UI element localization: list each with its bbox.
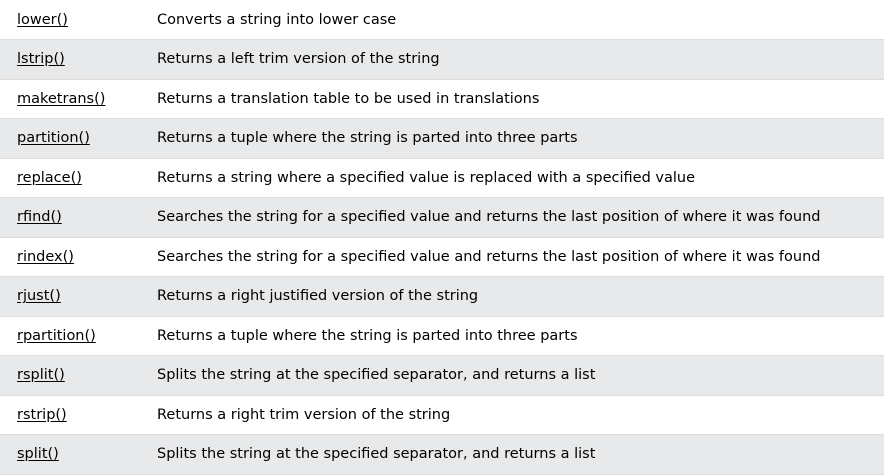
table-row: rjust() Returns a right justified versio… xyxy=(0,276,884,317)
method-link-lstrip[interactable]: lstrip() xyxy=(17,51,65,68)
description-cell: Splits the string at the specified separ… xyxy=(140,434,884,475)
table-row: rstrip() Returns a right trim version of… xyxy=(0,395,884,435)
method-cell: rstrip() xyxy=(0,395,140,435)
table-row: rfind() Searches the string for a specif… xyxy=(0,197,884,238)
table-row: split() Splits the string at the specifi… xyxy=(0,434,884,475)
method-link-rfind[interactable]: rfind() xyxy=(17,209,62,226)
method-link-rsplit[interactable]: rsplit() xyxy=(17,367,65,384)
method-link-rpartition[interactable]: rpartition() xyxy=(17,327,96,344)
description-cell: Returns a tuple where the string is part… xyxy=(140,316,884,356)
description-cell: Returns a translation table to be used i… xyxy=(140,79,884,119)
description-cell: Converts a string into lower case xyxy=(140,0,884,40)
method-cell: split() xyxy=(0,434,140,475)
method-link-rindex[interactable]: rindex() xyxy=(17,248,74,265)
method-cell: lstrip() xyxy=(0,39,140,80)
method-cell: rindex() xyxy=(0,237,140,277)
method-cell: rsplit() xyxy=(0,355,140,396)
method-cell: rpartition() xyxy=(0,316,140,356)
table-row: lstrip() Returns a left trim version of … xyxy=(0,39,884,80)
table-row: rpartition() Returns a tuple where the s… xyxy=(0,316,884,356)
description-cell: Searches the string for a specified valu… xyxy=(140,237,884,277)
description-cell: Returns a right trim version of the stri… xyxy=(140,395,884,435)
method-cell: partition() xyxy=(0,118,140,159)
table-row: maketrans() Returns a translation table … xyxy=(0,79,884,119)
description-cell: Splits the string at the specified separ… xyxy=(140,355,884,396)
description-cell: Searches the string for a specified valu… xyxy=(140,197,884,238)
method-link-split[interactable]: split() xyxy=(17,446,59,463)
description-cell: Returns a tuple where the string is part… xyxy=(140,118,884,159)
description-cell: Returns a string where a specified value… xyxy=(140,158,884,198)
table-row: lower() Converts a string into lower cas… xyxy=(0,0,884,40)
method-link-rjust[interactable]: rjust() xyxy=(17,288,61,305)
method-cell: replace() xyxy=(0,158,140,198)
method-cell: rfind() xyxy=(0,197,140,238)
method-link-partition[interactable]: partition() xyxy=(17,130,90,147)
method-cell: maketrans() xyxy=(0,79,140,119)
table-row: replace() Returns a string where a speci… xyxy=(0,158,884,198)
method-link-maketrans[interactable]: maketrans() xyxy=(17,90,106,107)
description-cell: Returns a left trim version of the strin… xyxy=(140,39,884,80)
method-link-rstrip[interactable]: rstrip() xyxy=(17,406,67,423)
method-link-lower[interactable]: lower() xyxy=(17,11,68,28)
method-link-replace[interactable]: replace() xyxy=(17,169,82,186)
table-row: rindex() Searches the string for a speci… xyxy=(0,237,884,277)
method-cell: lower() xyxy=(0,0,140,40)
table-row: partition() Returns a tuple where the st… xyxy=(0,118,884,159)
table-row: rsplit() Splits the string at the specif… xyxy=(0,355,884,396)
description-cell: Returns a right justified version of the… xyxy=(140,276,884,317)
method-cell: rjust() xyxy=(0,276,140,317)
